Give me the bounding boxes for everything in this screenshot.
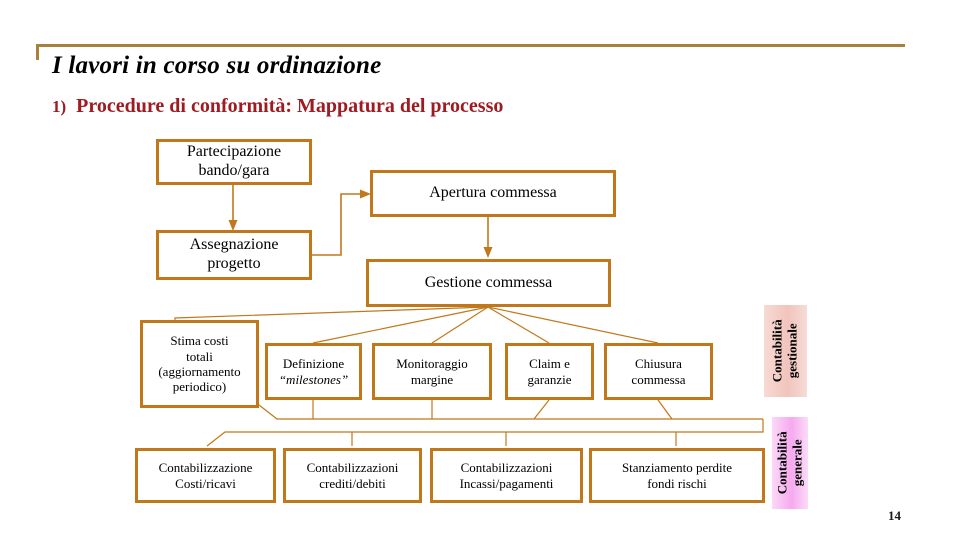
node-claim-line2: garanzie	[527, 371, 572, 387]
node-gestione-label: Gestione commessa	[424, 273, 553, 291]
node-stanziamento-label: Stanziamento perdite fondi rischi	[618, 460, 736, 491]
node-stima-costi-line1: Stima costi	[170, 333, 229, 349]
node-cont-incassi-line2: Incassi/pagamenti	[459, 475, 554, 491]
node-cont-costi-label: Contabilizzazione Costi/ricavi	[155, 460, 257, 491]
node-cont-crediti-label: Contabilizzazioni crediti/debiti	[303, 460, 403, 491]
node-assegnazione-label: Assegnazione progetto	[186, 236, 283, 274]
node-contabilizzazioni-crediti-debiti[interactable]: Contabilizzazioni crediti/debiti	[283, 448, 422, 503]
band-generale-label: Contabilità generale	[774, 431, 805, 495]
node-monitoraggio-line2: margine	[410, 371, 454, 387]
header-rule-stub	[36, 44, 39, 60]
node-monitoraggio-label: Monitoraggio margine	[392, 356, 472, 387]
node-stima-costi-line3: (aggiornamento	[158, 364, 241, 379]
node-partecipazione-line2: bando/gara	[198, 162, 270, 179]
node-claim-line1: Claim e	[529, 356, 570, 372]
node-stima-costi-line4: periodico)	[172, 379, 227, 395]
node-monitoraggio-line1: Monitoraggio	[396, 356, 468, 372]
node-cont-incassi-label: Contabilizzazioni Incassi/pagamenti	[456, 460, 558, 491]
page-subtitle: 1) Procedure di conformità: Mappatura de…	[52, 95, 503, 118]
band-gestionale-label: Contabilità gestionale	[769, 319, 801, 383]
node-partecipazione-line1: Partecipazione	[186, 143, 282, 161]
node-assegnazione-line1: Assegnazione	[189, 236, 279, 254]
node-stima-costi-label: Stima costi totali (aggiornamento period…	[154, 333, 244, 394]
node-definizione-milestones[interactable]: Definizione “milestones”	[265, 343, 362, 400]
node-cont-crediti-line2: crediti/debiti	[319, 475, 386, 491]
node-chiusura-line2: commessa	[631, 371, 686, 387]
node-cont-costi-line1: Contabilizzazione	[158, 460, 253, 476]
page-subtitle-text: Procedure di conformità: Mappatura del p…	[76, 95, 504, 117]
node-stanziamento-perdite[interactable]: Stanziamento perdite fondi rischi	[589, 448, 765, 503]
node-contabilizzazione-costi-ricavi[interactable]: Contabilizzazione Costi/ricavi	[135, 448, 276, 503]
page-number: 14	[888, 508, 901, 523]
node-assegnazione[interactable]: Assegnazione progetto	[156, 230, 312, 280]
node-claim-label: Claim e garanzie	[523, 356, 575, 387]
page-title: I lavori in corso su ordinazione	[52, 52, 382, 79]
node-definizione-line1: Definizione	[282, 356, 345, 372]
node-monitoraggio-margine[interactable]: Monitoraggio margine	[372, 343, 492, 400]
node-stima-costi-line2: totali	[186, 348, 213, 364]
node-stanziamento-line2: fondi rischi	[647, 475, 707, 491]
node-partecipazione-label: Partecipazione bando/gara	[183, 143, 285, 181]
page-subtitle-number: 1)	[52, 97, 67, 116]
band-generale-line1: Contabilità	[774, 431, 790, 495]
node-gestione-commessa[interactable]: Gestione commessa	[366, 259, 611, 307]
band-gestionale-line2: gestionale	[784, 323, 800, 379]
node-cont-incassi-line1: Contabilizzazioni	[460, 460, 553, 476]
node-cont-crediti-line1: Contabilizzazioni	[306, 460, 399, 476]
band-contabilita-generale: Contabilità generale	[772, 417, 808, 509]
node-chiusura-label: Chiusura commessa	[627, 356, 689, 387]
node-partecipazione[interactable]: Partecipazione bando/gara	[156, 139, 312, 185]
node-assegnazione-line2: progetto	[207, 255, 261, 272]
node-apertura-commessa[interactable]: Apertura commessa	[370, 170, 616, 217]
node-stima-costi[interactable]: Stima costi totali (aggiornamento period…	[140, 320, 259, 408]
node-chiusura-line1: Chiusura	[635, 356, 682, 372]
band-generale-line2: generale	[789, 439, 804, 487]
node-definizione-label: Definizione “milestones”	[275, 356, 352, 387]
node-contabilizzazioni-incassi-pagamenti[interactable]: Contabilizzazioni Incassi/pagamenti	[430, 448, 583, 503]
node-definizione-line2: “milestones”	[278, 371, 349, 387]
node-apertura-label: Apertura commessa	[429, 184, 557, 202]
node-stanziamento-line1: Stanziamento perdite	[621, 460, 733, 476]
node-claim-garanzie[interactable]: Claim e garanzie	[505, 343, 594, 400]
band-gestionale-line1: Contabilità	[769, 319, 785, 383]
band-contabilita-gestionale: Contabilità gestionale	[764, 305, 807, 397]
node-cont-costi-line2: Costi/ricavi	[175, 475, 236, 491]
header-rule	[36, 44, 905, 47]
node-chiusura-commessa[interactable]: Chiusura commessa	[604, 343, 713, 400]
